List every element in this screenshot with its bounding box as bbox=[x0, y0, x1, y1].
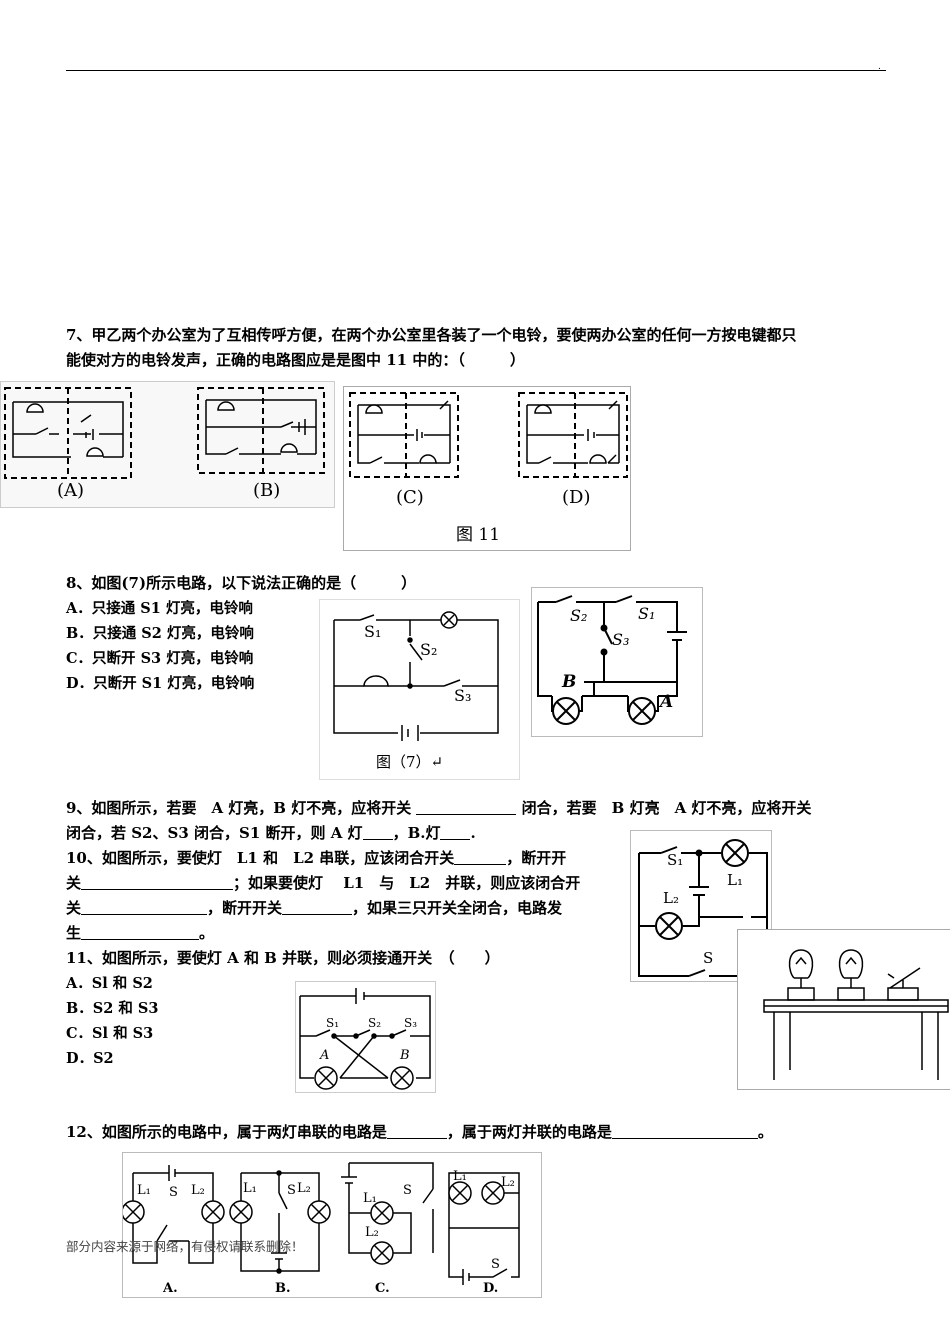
q11-option-b: B．S2 和 S3 bbox=[66, 1000, 159, 1017]
fig11q-s2-label: S₂ bbox=[368, 1016, 382, 1030]
fig12-label-b: B. bbox=[275, 1281, 291, 1296]
q7-line2: 能使对方的电铃发声，正确的电路图应是是图中 11 中的：（ ） bbox=[66, 351, 525, 369]
q12-stem: 12、如图所示的电路中，属于两灯串联的电路是 ，属于两灯并联的电路是 。 bbox=[66, 1120, 773, 1145]
q9-blank-3[interactable] bbox=[440, 823, 471, 840]
fig7-s3-label: S₃ bbox=[454, 686, 472, 705]
fig7-caption: 图（7）↵ bbox=[376, 753, 444, 771]
q12-stem-c: 。 bbox=[757, 1123, 773, 1141]
q9-line1-b: 闭合，若要 B 灯亮 A 灯不亮，应将开关 bbox=[521, 799, 812, 817]
fig10-s-label: S bbox=[703, 949, 714, 967]
fig11q-circuit: S₁ S₂ S₃ A B bbox=[295, 981, 436, 1093]
fig12d-l2-label: L₂ bbox=[501, 1175, 515, 1190]
q10-blank-4[interactable] bbox=[282, 898, 353, 915]
q10-line2-b: ；如果要使灯 L1 与 L2 并联，则应该闭合开 bbox=[233, 874, 581, 892]
fig12b-l2-label: L₂ bbox=[297, 1181, 311, 1196]
q10-line3-a: 关 bbox=[66, 899, 82, 917]
fig12a-l1-label: L₁ bbox=[137, 1183, 151, 1198]
q8-option-c: C．只断开 S3 灯亮，电铃响 bbox=[66, 650, 254, 667]
fig12d-l1-label: L₁ bbox=[453, 1169, 467, 1184]
fig11q-a-label: A bbox=[320, 1048, 330, 1063]
fig11-ab: (A) (B) bbox=[0, 381, 335, 508]
fig12-label-a: A. bbox=[163, 1281, 178, 1296]
q11-option-c: C．Sl 和 S3 bbox=[66, 1025, 154, 1042]
fig11-label-b: (B) bbox=[253, 480, 281, 501]
q10-blank-1[interactable] bbox=[454, 848, 507, 865]
q11-stem: 11、如图所示，要使灯 A 和 B 并联，则必须接通开关 （ ） bbox=[66, 949, 500, 967]
fig10-circuit: S₁ L₁ L₂ S bbox=[630, 830, 772, 982]
fig12-circuits: L₁ S L₂ L₁ S L₂ L₁ L₂ S L₁ L₂ S A. B. C.… bbox=[122, 1152, 542, 1298]
fig11-label-d: (D) bbox=[562, 487, 591, 508]
footer-disclaimer: 部分内容来源于网络，有侵权请联系删除！ bbox=[66, 1239, 304, 1254]
fig12b-l1-label: L₁ bbox=[243, 1181, 257, 1196]
q9-line2-a: 闭合，若 S2、S3 闭合，S1 断开，则 A 灯 bbox=[66, 824, 363, 842]
fig8-right-circuit: S₂ S₁ S₃ B A bbox=[531, 587, 703, 737]
q9-line1: 9、如图所示，若要 A 灯亮，B 灯不亮，应将开关 闭合，若要 B 灯亮 A 灯… bbox=[66, 796, 811, 821]
fig10-l1-label: L₁ bbox=[727, 871, 743, 889]
q10-line2: 关 ；如果要使灯 L1 与 L2 并联，则应该闭合开 bbox=[66, 871, 580, 896]
q10-blank-5[interactable] bbox=[81, 923, 200, 940]
q8-stem: 8、如图(7)所示电路，以下说法正确的是（ ） bbox=[66, 574, 417, 592]
q10-line4-b: 。 bbox=[199, 924, 215, 942]
q10-line3-b: ，断开开关 bbox=[207, 899, 283, 917]
fig12-label-c: C. bbox=[375, 1281, 390, 1296]
q10-line1: 10、如图所示，要使灯 L1 和 L2 串联，应该闭合开关 ，断开开 bbox=[66, 846, 566, 871]
fig11-cd: (C) (D) 图 11 bbox=[343, 386, 631, 551]
fig12a-l2-label: L₂ bbox=[191, 1183, 205, 1198]
fig12-label-d: D. bbox=[483, 1281, 499, 1296]
q10-line1-b: ，断开开 bbox=[506, 849, 567, 867]
q8-option-a: A．只接通 S1 灯亮，电铃响 bbox=[66, 600, 253, 617]
fig11-label-a: (A) bbox=[57, 480, 85, 501]
fig12b-s-label: S bbox=[287, 1183, 296, 1198]
fig10-table-photo bbox=[737, 929, 950, 1090]
q12-stem-a: 12、如图所示的电路中，属于两灯串联的电路是 bbox=[66, 1123, 387, 1141]
q9-blank-1[interactable] bbox=[416, 798, 517, 815]
q10-line1-a: 10、如图所示，要使灯 L1 和 L2 串联，应该闭合开关 bbox=[66, 849, 455, 867]
q10-line3: 关 ，断开开关 ，如果三只开关全闭合，电路发 bbox=[66, 896, 562, 921]
fig10-s1-label: S₁ bbox=[667, 851, 684, 869]
q8-option-d: D．只断开 S1 灯亮，电铃响 bbox=[66, 675, 255, 692]
fig8-s1-label: S₁ bbox=[638, 604, 656, 623]
fig11-label-c: (C) bbox=[396, 487, 424, 508]
fig7-s2-label: S₂ bbox=[420, 640, 438, 659]
q9-line1-a: 9、如图所示，若要 A 灯亮，B 灯不亮，应将开关 bbox=[66, 799, 412, 817]
fig11q-b-label: B bbox=[400, 1048, 410, 1063]
q12-blank-2[interactable] bbox=[611, 1122, 758, 1139]
q9-line2-b: ，B.灯 bbox=[392, 824, 441, 842]
q10-line4-a: 生 bbox=[66, 924, 82, 942]
fig8-s2-label: S₂ bbox=[570, 606, 588, 625]
q11-option-d: D．S2 bbox=[66, 1050, 114, 1067]
fig7-circuit: S₁ S₂ S₃ 图（7）↵ bbox=[319, 599, 520, 780]
fig12a-s-label: S bbox=[169, 1185, 178, 1200]
fig8-lamp-b-label: B bbox=[562, 672, 577, 692]
q9-line2-c: . bbox=[470, 824, 476, 842]
header-mark: . bbox=[878, 62, 881, 72]
fig12c-l2-label: L₂ bbox=[365, 1225, 379, 1240]
q7-line1: 7、甲乙两个办公室为了互相传呼方便，在两个办公室里各装了一个电铃，要使两办公室的… bbox=[66, 326, 797, 344]
q8-option-b: B．只接通 S2 灯亮，电铃响 bbox=[66, 625, 254, 642]
q10-blank-2[interactable] bbox=[81, 873, 234, 890]
header-rule bbox=[66, 70, 886, 71]
fig10-l2-label: L₂ bbox=[663, 889, 679, 907]
q9-blank-2[interactable] bbox=[362, 823, 393, 840]
q10-blank-3[interactable] bbox=[81, 898, 208, 915]
fig8-lamp-a-label: A bbox=[660, 692, 674, 712]
fig11-caption: 图 11 bbox=[456, 525, 501, 545]
fig12d-s-label: S bbox=[491, 1257, 500, 1272]
q12-stem-b: ，属于两灯并联的电路是 bbox=[446, 1123, 612, 1141]
fig7-s1-label: S₁ bbox=[364, 622, 382, 641]
q10-line4: 生。 bbox=[66, 921, 214, 946]
q10-line2-a: 关 bbox=[66, 874, 82, 892]
q11-option-a: A．Sl 和 S2 bbox=[66, 975, 153, 992]
fig11q-s1-label: S₁ bbox=[326, 1016, 340, 1030]
q12-blank-1[interactable] bbox=[386, 1122, 447, 1139]
fig12c-s-label: S bbox=[403, 1183, 412, 1198]
fig12c-l1-label: L₁ bbox=[363, 1191, 377, 1206]
q10-line3-c: ，如果三只开关全闭合，电路发 bbox=[352, 899, 563, 917]
fig8-s3-label: S₃ bbox=[612, 630, 630, 649]
fig11q-s3-label: S₃ bbox=[404, 1016, 418, 1030]
q9-line2: 闭合，若 S2、S3 闭合，S1 断开，则 A 灯 ，B.灯. bbox=[66, 821, 476, 846]
